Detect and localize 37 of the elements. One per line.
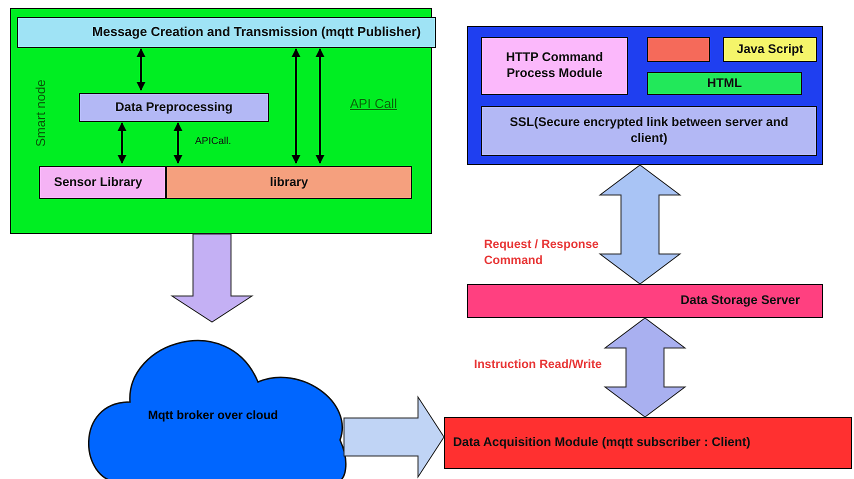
edge-label: Request / Response Command xyxy=(484,236,600,268)
module-box xyxy=(444,417,852,469)
box-label: SSL(Secure encrypted link between server and client) xyxy=(508,115,790,147)
box-label: Data Storage Server xyxy=(680,293,800,309)
edge-label: Instruction Read/Write xyxy=(474,356,602,372)
arrow xyxy=(316,48,324,164)
box-label: HTTP Command Process Module xyxy=(505,50,604,82)
arrow xyxy=(174,122,182,164)
edge-label: API Call xyxy=(350,96,397,111)
arrow xyxy=(292,48,300,164)
box-label: library xyxy=(270,174,308,190)
box-label: Sensor Library xyxy=(54,174,142,190)
block-arrow xyxy=(598,164,682,285)
library-box xyxy=(166,166,412,199)
storage-server-box xyxy=(467,284,823,318)
block-arrow xyxy=(344,395,445,479)
module-box xyxy=(481,37,628,95)
security-layer-box xyxy=(481,106,817,156)
box-label: Mqtt broker over cloud xyxy=(148,408,278,423)
technology-box xyxy=(723,37,817,62)
arrow xyxy=(136,48,146,91)
box-label: Data Acquisition Module (mqtt subscriber : Client) xyxy=(453,435,750,451)
box-label: Message Creation and Transmission (mqtt Publisher) xyxy=(92,24,421,41)
library-box xyxy=(39,166,166,199)
box-label: Data Preprocessing xyxy=(115,100,233,116)
panel-label: Smart node xyxy=(32,78,49,149)
server-panel xyxy=(467,26,823,165)
process-box xyxy=(79,93,269,122)
block-arrow xyxy=(604,317,686,418)
edge-label: APICall. xyxy=(195,136,232,147)
box-label: Java Script xyxy=(736,42,804,58)
technology-box xyxy=(647,72,802,95)
process-box xyxy=(17,17,436,48)
block-arrow xyxy=(170,234,254,323)
box-label: HTML xyxy=(707,76,742,92)
technology-box xyxy=(647,37,710,62)
arrow xyxy=(118,122,126,164)
